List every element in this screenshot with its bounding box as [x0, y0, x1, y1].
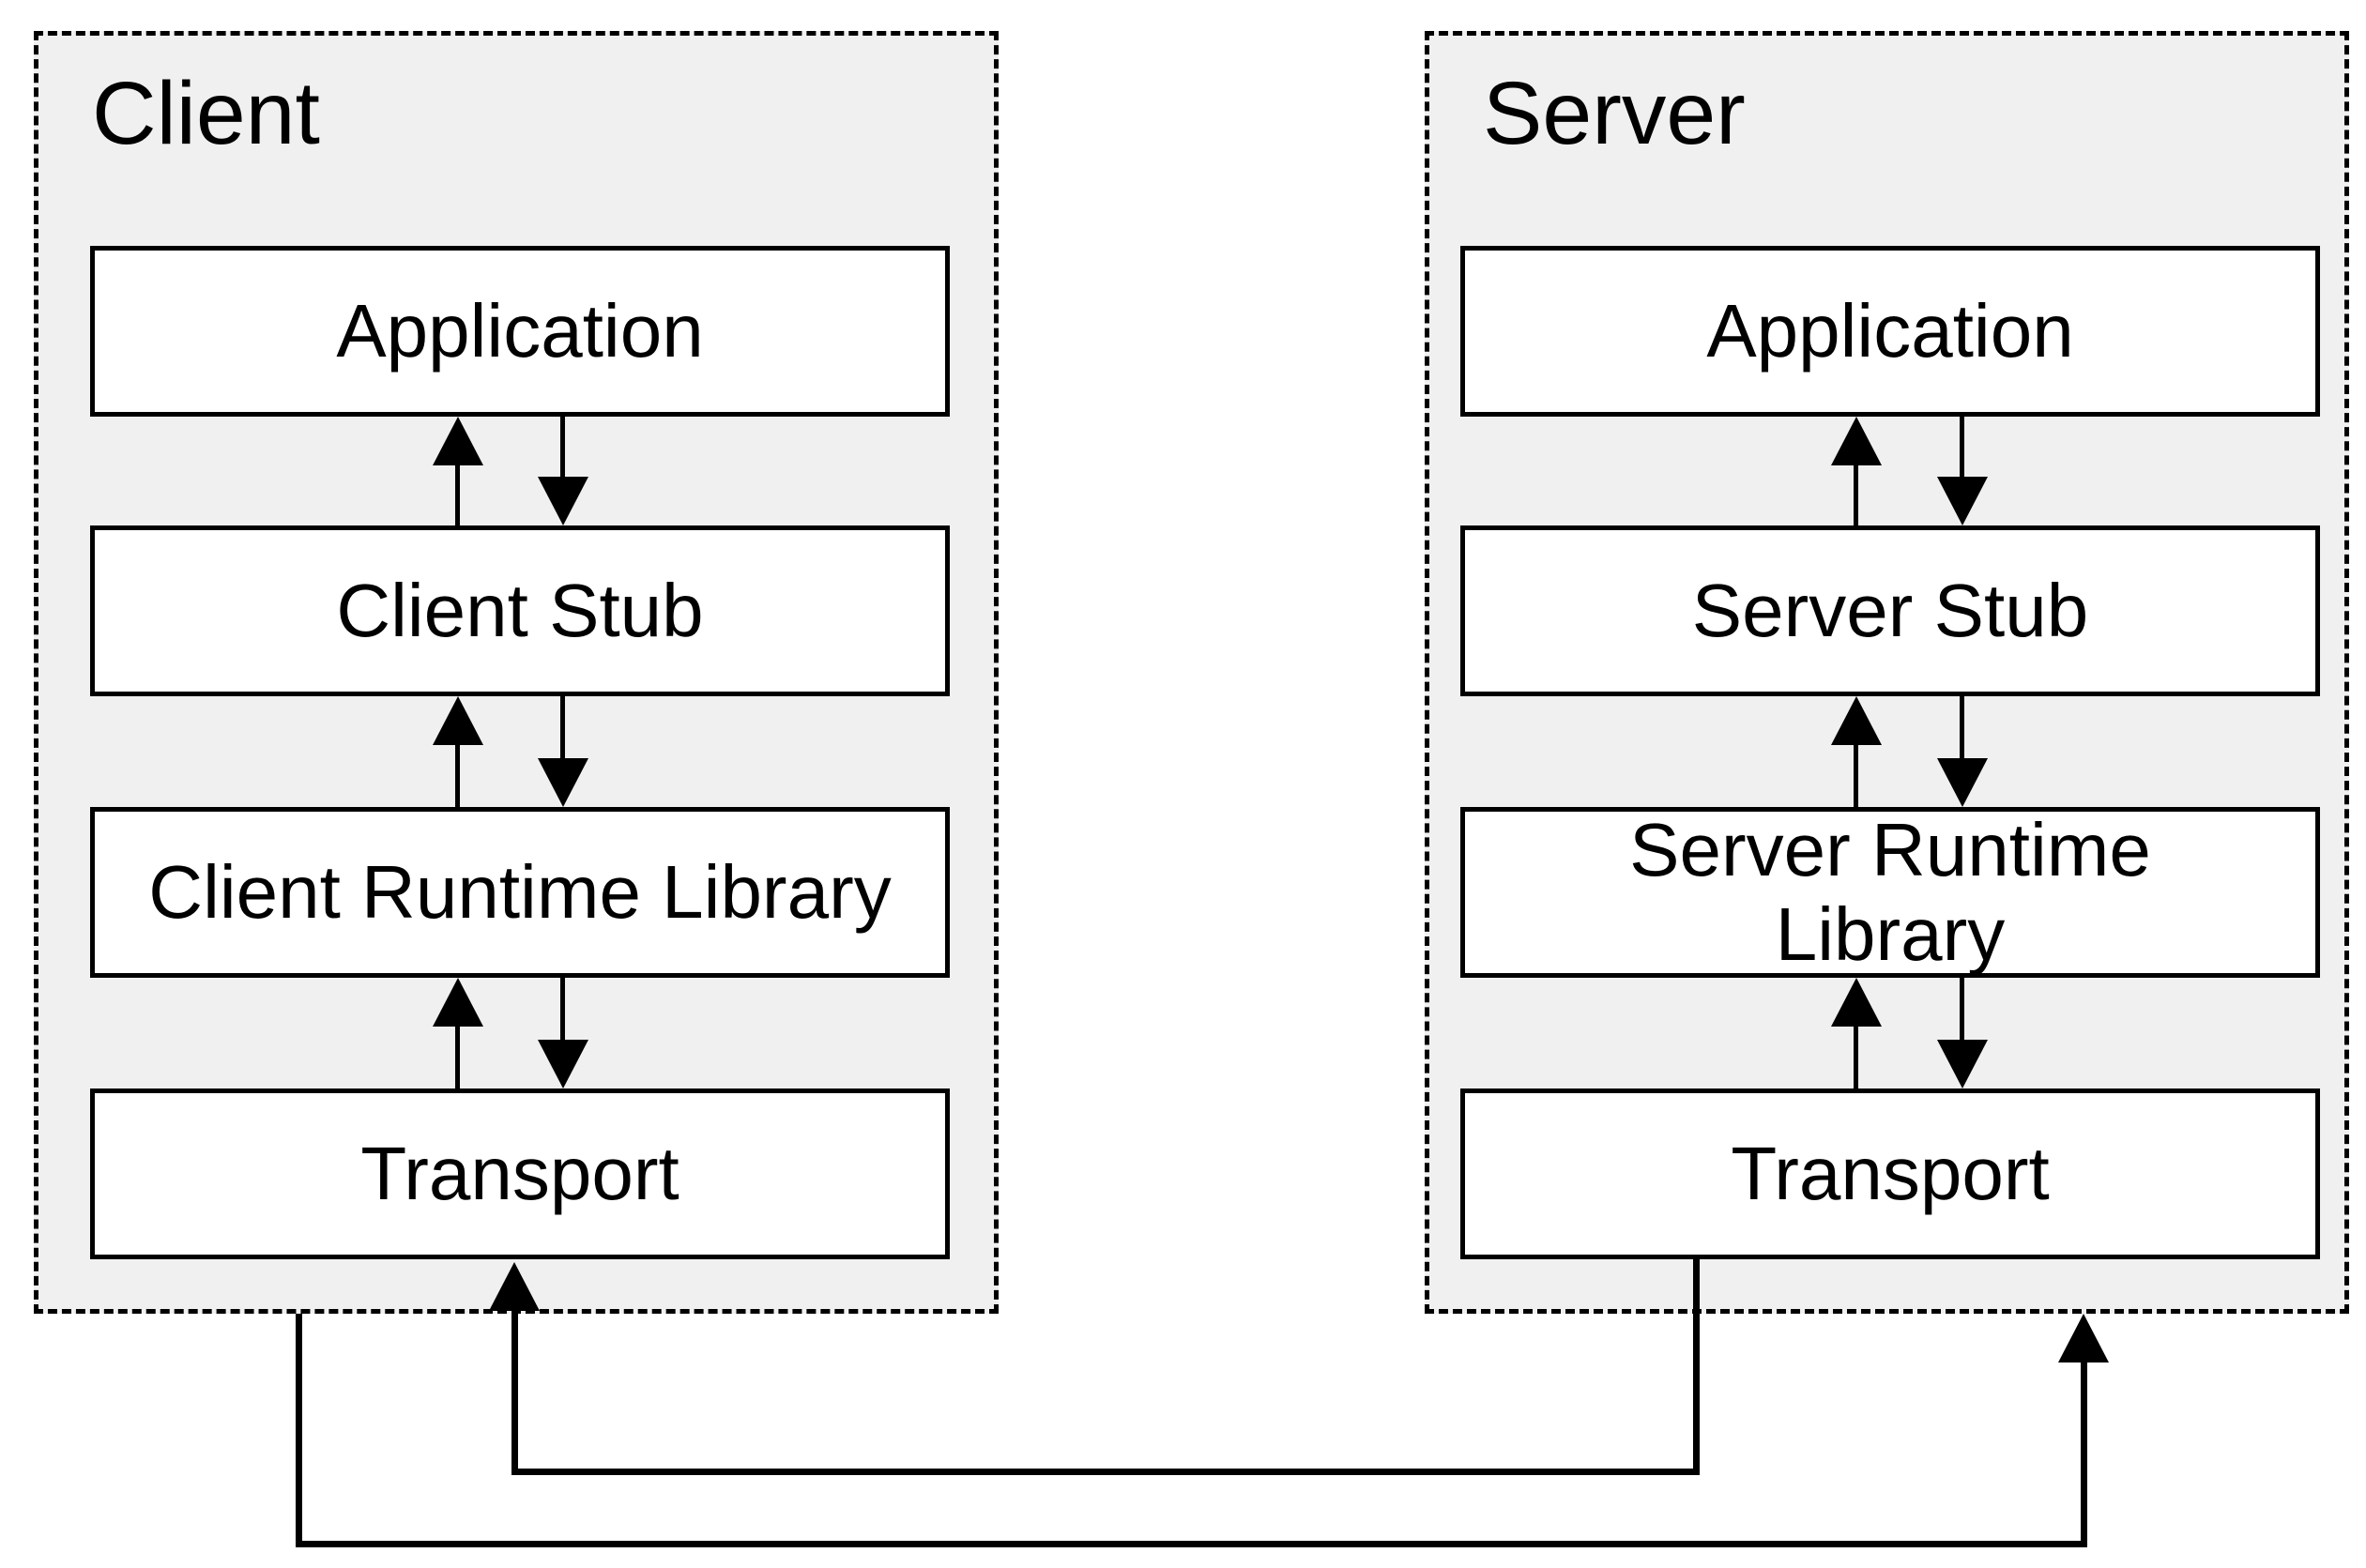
request-link-arrowhead-icon	[2058, 1314, 2109, 1362]
client-transport-to-rtl-up-arrow-icon	[433, 978, 483, 1027]
client-application-label: Application	[336, 289, 704, 373]
server-stub-label: Server Stub	[1691, 569, 2089, 653]
client-rtl-to-stub-up-arrow-icon	[433, 696, 483, 745]
server-rtl-to-stub-up-arrow-icon	[1831, 696, 1882, 745]
server-app-to-stub-down-arrow-icon	[1937, 477, 1988, 525]
server-application-box: Application	[1460, 246, 2320, 417]
client-stub-to-app-up-arrow-shaft	[455, 465, 460, 525]
client-stub-to-rtl-down-arrow-icon	[538, 758, 588, 807]
response-link-horizontal-segment	[511, 1469, 1700, 1475]
server-container: Server Application Server Stub Server Ru…	[1425, 31, 2349, 1314]
server-stub-to-rtl-down-arrow-icon	[1937, 758, 1988, 807]
server-stub-to-app-up-arrow-icon	[1831, 417, 1882, 465]
client-stub-to-app-up-arrow-icon	[433, 417, 483, 465]
response-link-right-vertical-segment	[1693, 1259, 1700, 1475]
client-runtime-library-box: Client Runtime Library	[90, 807, 950, 978]
client-stub-to-rtl-down-arrow-shaft	[560, 696, 565, 758]
client-app-to-stub-down-arrow-shaft	[560, 417, 565, 477]
server-transport-to-rtl-up-arrow-shaft	[1854, 1027, 1858, 1088]
client-container: Client Application Client Stub Client Ru…	[34, 31, 999, 1314]
server-transport-label: Transport	[1731, 1132, 2050, 1216]
server-stub-to-app-up-arrow-shaft	[1854, 465, 1858, 525]
client-rtl-to-transport-down-arrow-shaft	[560, 978, 565, 1040]
server-rtl-to-stub-up-arrow-shaft	[1854, 745, 1858, 807]
server-app-to-stub-down-arrow-shaft	[1960, 417, 1964, 477]
response-link-arrowhead-icon	[489, 1262, 540, 1311]
server-rtl-to-transport-down-arrow-shaft	[1960, 978, 1964, 1040]
client-transport-to-rtl-up-arrow-shaft	[455, 1027, 460, 1088]
request-link-horizontal-segment	[296, 1541, 2087, 1547]
client-transport-box: Transport	[90, 1088, 950, 1259]
request-link-right-vertical-segment	[2081, 1362, 2087, 1547]
server-stub-box: Server Stub	[1460, 525, 2320, 696]
server-container-title: Server	[1483, 64, 1746, 163]
client-application-box: Application	[90, 246, 950, 417]
server-runtime-library-box: Server Runtime Library	[1460, 807, 2320, 978]
server-transport-to-rtl-up-arrow-icon	[1831, 978, 1882, 1027]
client-rtl-to-stub-up-arrow-shaft	[455, 745, 460, 807]
client-stub-box: Client Stub	[90, 525, 950, 696]
client-transport-label: Transport	[360, 1132, 679, 1216]
server-runtime-library-label: Server Runtime Library	[1629, 808, 2151, 976]
client-container-title: Client	[92, 64, 320, 163]
client-runtime-library-label: Client Runtime Library	[148, 850, 892, 935]
server-stub-to-rtl-down-arrow-shaft	[1960, 696, 1964, 758]
server-transport-box: Transport	[1460, 1088, 2320, 1259]
client-rtl-to-transport-down-arrow-icon	[538, 1040, 588, 1088]
client-app-to-stub-down-arrow-icon	[538, 477, 588, 525]
server-application-label: Application	[1706, 289, 2074, 373]
response-link-left-vertical-segment	[511, 1311, 518, 1475]
client-stub-label: Client Stub	[336, 569, 704, 653]
request-link-left-vertical-segment	[296, 1314, 302, 1547]
server-rtl-to-transport-down-arrow-icon	[1937, 1040, 1988, 1088]
